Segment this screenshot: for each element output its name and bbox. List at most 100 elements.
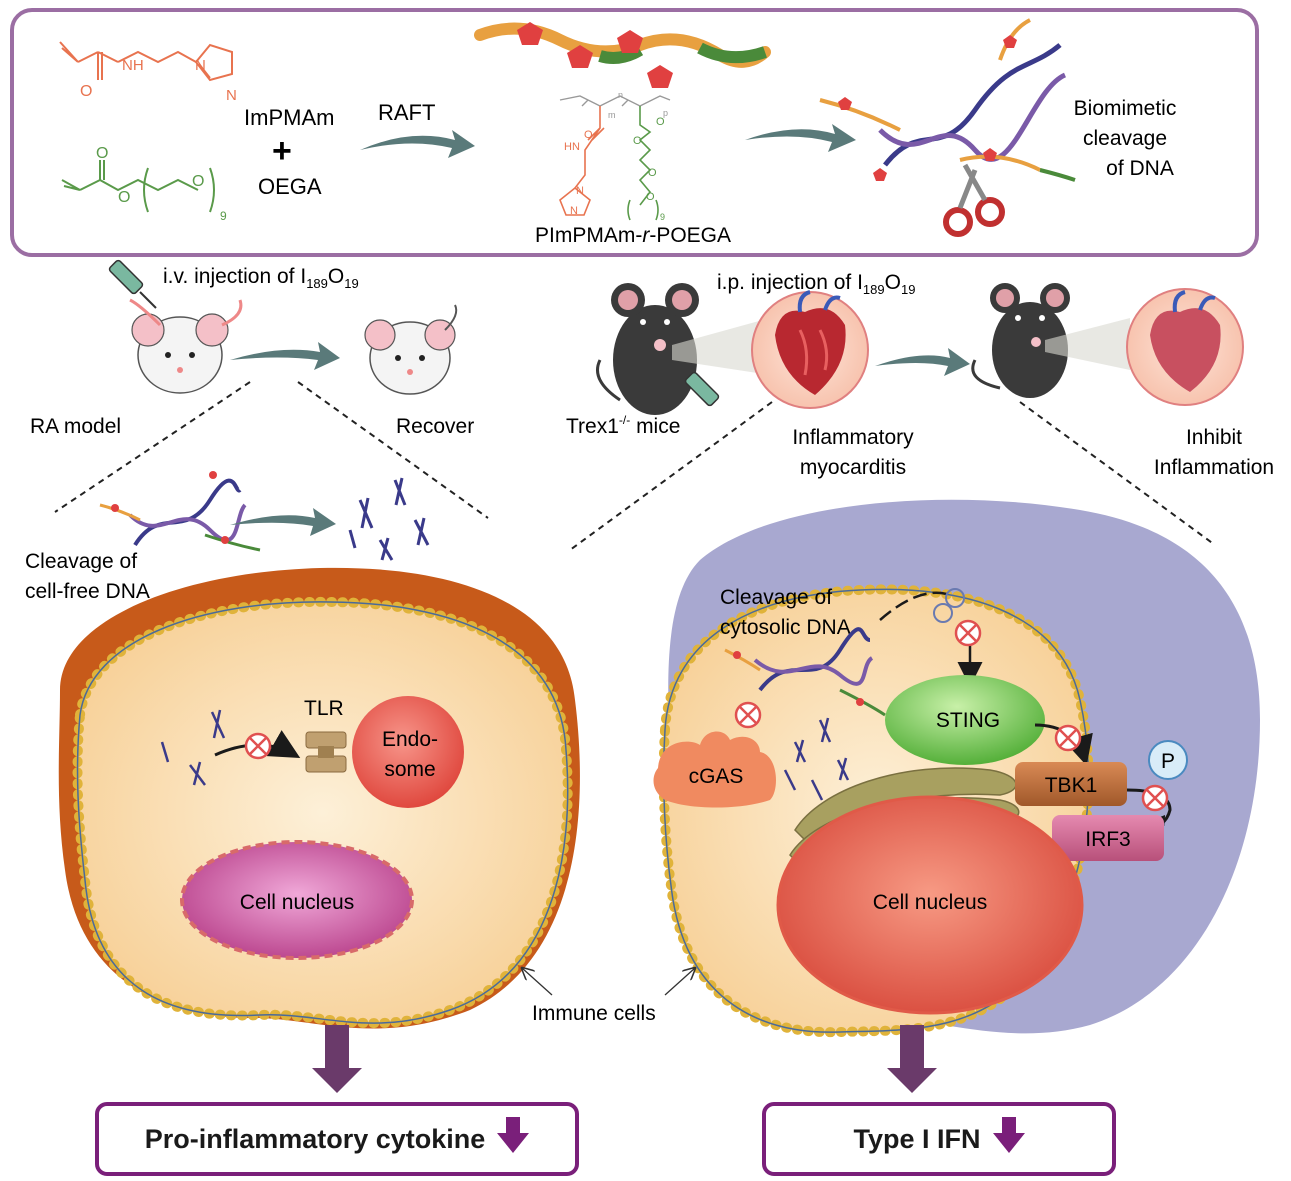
phosphate-icon: [1148, 740, 1188, 780]
plus-sign: +: [272, 132, 292, 170]
right-fragments-icon: [783, 717, 850, 801]
polymer-sub-m: m: [608, 110, 616, 120]
polymer-name: PImPMAm-r-POEGA: [535, 224, 731, 247]
svg-text:O: O: [118, 189, 130, 206]
decrease-arrow-icon: [992, 1117, 1025, 1153]
myocarditis-label-1: Inflammatory: [792, 426, 914, 449]
right-down-arrow: [887, 1025, 937, 1093]
svg-text:O: O: [648, 167, 657, 179]
cellfree-dna-illustration: [99, 471, 261, 552]
svg-text:NH: NH: [122, 57, 144, 74]
svg-text:O: O: [192, 173, 204, 190]
right-syringe-icon: [684, 371, 720, 407]
cgas-label: cGAS: [689, 765, 744, 788]
monomer2-label: OEGA: [258, 174, 322, 199]
left-injection-label: i.v. injection of I189O19: [163, 265, 359, 291]
svg-text:N: N: [576, 185, 584, 197]
right-zoom-line-1: [569, 401, 773, 551]
svg-text:O: O: [656, 116, 665, 128]
cgamp-icon: [933, 588, 965, 623]
polymer-chain-illustration: [474, 22, 771, 88]
syringe-icon: [108, 259, 157, 309]
left-cell-body: [72, 596, 573, 1029]
cellfree-label-1: Cleavage of: [25, 550, 137, 573]
cgamp-dashed-arrow: [879, 591, 951, 621]
tbk1-box: [1015, 762, 1127, 806]
right-result-box: Type I IFN: [762, 1102, 1116, 1176]
tbk1-label: TBK1: [1045, 774, 1098, 797]
cytosolic-label-2: cytosolic DNA: [720, 616, 851, 639]
left-fragments-icon: [160, 709, 226, 786]
endosome-label-2: some: [384, 758, 435, 781]
raft-arrow: [360, 130, 475, 158]
repeat-count: 9: [220, 209, 227, 223]
white-mouse-ra-icon: [129, 298, 243, 394]
impmam-structure: [59, 41, 233, 82]
svg-text:N: N: [570, 205, 578, 217]
ra-model-label: RA model: [30, 415, 121, 438]
biomimetic-label-3: of DNA: [1106, 157, 1174, 180]
top-panel-frame: [10, 8, 1259, 257]
sting-label: STING: [936, 709, 1000, 732]
inhibit-icon-cgas: [734, 701, 762, 729]
inhibit-icon-sting: [1054, 724, 1082, 752]
inhibit-label-2: Inflammation: [1154, 456, 1274, 479]
polymer-sub-p: p: [663, 108, 668, 118]
svg-text:O: O: [584, 129, 593, 141]
cgas-shape: [653, 731, 776, 808]
cytosolic-dna-illustration: [724, 627, 886, 717]
right-nucleus: [776, 795, 1084, 1015]
left-zoom-line-1: [54, 381, 251, 513]
cellfree-label-2: cell-free DNA: [25, 580, 150, 603]
left-zoom-line-2: [297, 381, 489, 519]
healthy-heart-icon: [1150, 290, 1221, 392]
svg-text:O: O: [96, 145, 108, 162]
myocarditis-label-2: myocarditis: [800, 456, 906, 479]
immune-cells-label: Immune cells: [532, 1002, 656, 1025]
biomimetic-label-1: Biomimetic: [1074, 97, 1177, 120]
fragment-arrow: [230, 508, 336, 536]
black-mouse-trex1-icon: [596, 283, 699, 415]
decrease-arrow-icon: [497, 1117, 530, 1153]
svg-text:N: N: [195, 57, 206, 74]
recover-label: Recover: [396, 415, 474, 438]
svg-text:O: O: [80, 83, 92, 100]
left-result-box: Pro-inflammatory cytokine: [95, 1102, 579, 1176]
tlr-receptor-icon: [305, 731, 347, 773]
black-mouse-treated-icon: [971, 283, 1070, 398]
inhibit-icon-cgamp: [954, 619, 982, 647]
svg-text:HN: HN: [564, 141, 580, 153]
dna-fragments-icon: [348, 477, 430, 561]
phosphate-label: P: [1161, 750, 1175, 773]
cleave-arrow: [745, 124, 856, 152]
polymer-sub-9: 9: [660, 212, 665, 222]
svg-text:O: O: [633, 135, 642, 147]
monomer1-label: ImPMAm: [244, 105, 334, 130]
left-down-arrow: [312, 1025, 362, 1093]
sting-shape: [885, 675, 1045, 765]
white-mouse-recover-icon: [364, 304, 458, 395]
recover-arrow: [230, 342, 340, 370]
left-result-label: Pro-inflammatory cytokine: [144, 1123, 486, 1154]
right-recover-arrow: [875, 348, 970, 376]
right-result-label: Type I IFN: [853, 1123, 981, 1154]
right-nucleus-label: Cell nucleus: [873, 891, 987, 914]
left-nucleus: [180, 840, 414, 960]
inflamed-heart-icon: [775, 290, 846, 395]
svg-text:N: N: [226, 87, 237, 104]
polymer-sub-n: n: [618, 90, 623, 100]
inhibit-label-1: Inhibit: [1186, 426, 1242, 449]
right-injection-label: i.p. injection of I189O19: [717, 271, 915, 297]
irf3-label: IRF3: [1085, 828, 1131, 851]
tlr-label: TLR: [304, 697, 344, 720]
oega-structure: [61, 160, 215, 213]
irf3-box: [1052, 815, 1164, 861]
inhibit-icon: [244, 732, 272, 760]
trex1-mice-label: Trex1-/- mice: [566, 413, 680, 438]
raft-label: RAFT: [378, 100, 435, 125]
inhibit-icon-tbk1: [1141, 784, 1169, 812]
endosome: [352, 696, 464, 808]
right-zoom-line-2: [1019, 401, 1216, 546]
biomimetic-label-2: cleavage: [1083, 127, 1167, 150]
